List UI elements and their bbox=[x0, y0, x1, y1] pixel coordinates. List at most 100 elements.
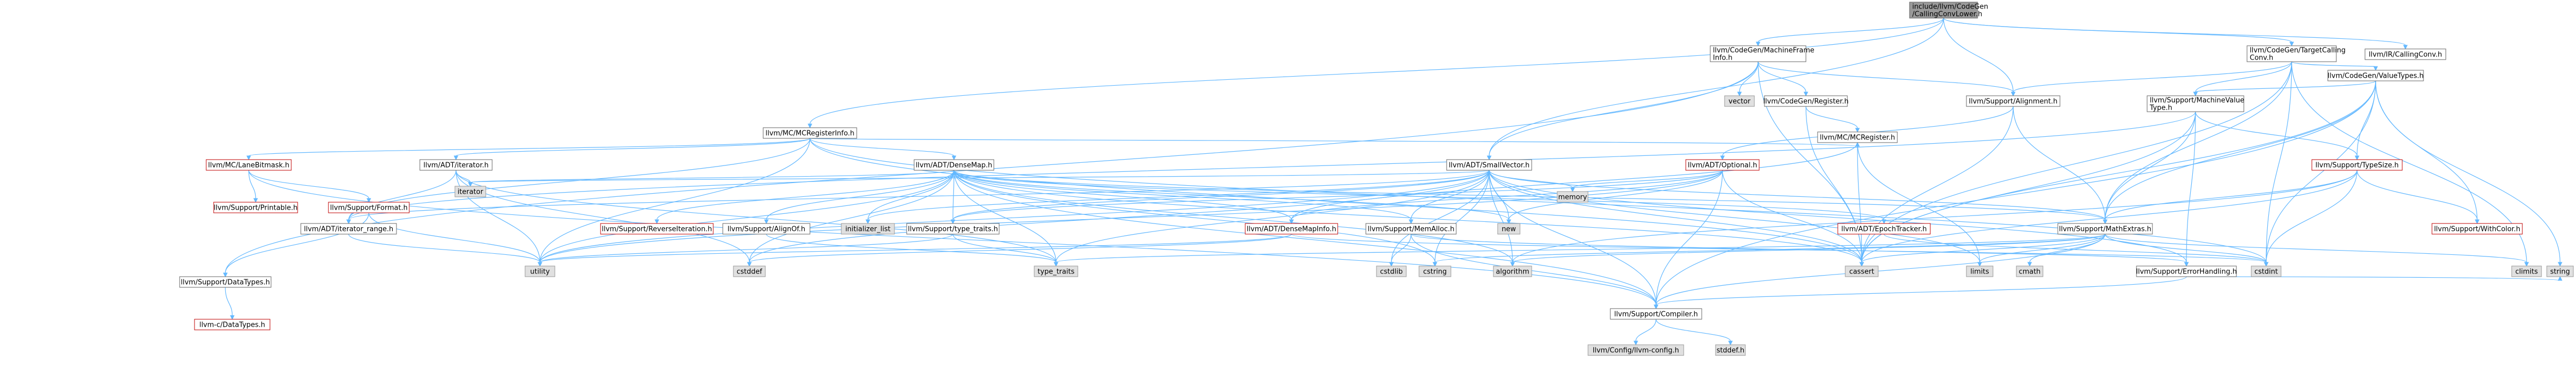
node-alignof[interactable]: llvm/Support/AlignOf.h bbox=[722, 223, 810, 235]
node-ircc[interactable]: llvm/IR/CallingConv.h bbox=[2364, 48, 2446, 60]
node-mathext[interactable]: llvm/Support/MathExtras.h bbox=[2057, 223, 2153, 235]
node-memalloc[interactable]: llvm/Support/MemAlloc.h bbox=[1365, 223, 1457, 235]
node-label: llvm/IR/CallingConv.h bbox=[2369, 51, 2442, 59]
node-string: string bbox=[2546, 266, 2574, 277]
dependency-edge bbox=[348, 234, 543, 267]
node-label: llvm/MC/MCRegisterInfo.h bbox=[765, 130, 854, 138]
node-withcolor[interactable]: llvm/Support/WithColor.h bbox=[2431, 223, 2523, 235]
node-label: llvm/CodeGen/ValueTypes.h bbox=[2328, 72, 2424, 80]
node-label: llvm/ADT/DenseMap.h bbox=[916, 162, 992, 170]
node-label: cstddef bbox=[737, 268, 763, 276]
node-densemapinfo[interactable]: llvm/ADT/DenseMapInfo.h bbox=[1245, 223, 1338, 235]
node-datatypes[interactable]: llvm/Support/DataTypes.h bbox=[179, 276, 272, 288]
dependency-edge bbox=[1859, 80, 2376, 267]
node-label: llvm/Support/Alignment.h bbox=[1969, 98, 2058, 106]
node-algorithm: algorithm bbox=[1493, 266, 1532, 277]
dependency-edge bbox=[1859, 234, 2106, 267]
node-cstdint: cstdint bbox=[2251, 266, 2282, 277]
node-hashit[interactable]: llvm/Support/ReverseIteration.h bbox=[600, 223, 714, 235]
dependency-edge bbox=[2186, 276, 2563, 281]
node-errh[interactable]: llvm/Support/ErrorHandling.h bbox=[2136, 266, 2237, 277]
node-mcreg[interactable]: llvm/MC/MCRegisterInfo.h bbox=[763, 127, 857, 139]
dependency-edge bbox=[1653, 276, 2187, 310]
dependency-edge bbox=[764, 170, 955, 225]
node-optional[interactable]: llvm/ADT/Optional.h bbox=[1685, 159, 1760, 171]
node-format[interactable]: llvm/Support/Format.h bbox=[328, 202, 410, 213]
node-cgvt[interactable]: llvm/CodeGen/ValueTypes.h bbox=[2327, 70, 2424, 81]
node-label: llvm/Support/Printable.h bbox=[214, 204, 298, 212]
node-epoch[interactable]: llvm/ADT/EpochTracker.h bbox=[1837, 223, 1931, 235]
dependency-edge bbox=[1755, 18, 1944, 47]
node-label: initializer_list bbox=[845, 226, 890, 234]
dependency-edge bbox=[1758, 61, 2016, 97]
node-label: limits bbox=[1970, 268, 1989, 276]
node-new: new bbox=[1497, 223, 1521, 235]
dependency-edge bbox=[2184, 111, 2196, 267]
node-label: llvm/ADT/EpochTracker.h bbox=[1841, 226, 1927, 234]
dependency-edge bbox=[2027, 234, 2106, 267]
dependency-edge bbox=[1506, 170, 1723, 225]
dependency-edge bbox=[952, 234, 1059, 267]
dependency-edge bbox=[2105, 234, 2529, 267]
node-label: llvm/Support/ErrorHandling.h bbox=[2136, 268, 2237, 276]
node-densemap[interactable]: llvm/ADT/DenseMap.h bbox=[914, 159, 994, 171]
node-label: llvm/Support/type_traits.h bbox=[908, 226, 998, 234]
node-lanebm[interactable]: llvm/MC/LaneBitmask.h bbox=[206, 159, 292, 171]
node-cgreg[interactable]: llvm/CodeGen/Register.h bbox=[1763, 95, 1849, 107]
dependency-edge bbox=[1805, 106, 1860, 133]
node-iterator: iterator bbox=[454, 186, 486, 197]
node-label: cassert bbox=[1849, 268, 1874, 276]
node-llvmcdt[interactable]: llvm-c/DataTypes.h bbox=[194, 319, 271, 330]
node-label: llvm/MC/MCRegister.h bbox=[1820, 134, 1895, 142]
node-iter[interactable]: llvm/ADT/iterator.h bbox=[419, 159, 493, 171]
node-label: llvm/ADT/DenseMapInfo.h bbox=[1247, 226, 1336, 234]
node-label: llvm/ADT/iterator.h bbox=[424, 162, 489, 170]
dependency-edge bbox=[950, 170, 1490, 225]
dependency-edge bbox=[223, 212, 369, 278]
dependency-edge bbox=[368, 212, 543, 267]
dependency-edge bbox=[2102, 170, 2358, 225]
dependency-edge bbox=[1737, 61, 1759, 97]
dependency-edge bbox=[2193, 80, 2376, 97]
dependency-edge bbox=[747, 170, 955, 267]
node-initlist: initializer_list bbox=[841, 223, 895, 235]
node-utility: utility bbox=[525, 266, 555, 277]
node-stddef: stddef.h bbox=[1715, 344, 1746, 356]
node-root[interactable]: include/llvm/CodeGen/CallingConvLower.h bbox=[1909, 2, 1988, 19]
dependency-edge bbox=[2263, 61, 2292, 267]
node-compiler[interactable]: llvm/Support/Compiler.h bbox=[1610, 308, 1702, 320]
node-label: cmath bbox=[2018, 268, 2040, 276]
dependency-edge bbox=[1633, 319, 1657, 346]
dependency-edge bbox=[2375, 80, 2563, 267]
node-printable[interactable]: llvm/Support/Printable.h bbox=[213, 202, 298, 213]
node-cstdlib: cstdlib bbox=[1376, 266, 1407, 277]
node-label: iterator bbox=[458, 188, 484, 196]
node-mcregister[interactable]: llvm/MC/MCRegister.h bbox=[1817, 131, 1898, 143]
node-label: type_traits bbox=[1037, 268, 1075, 276]
dependency-edge bbox=[2263, 170, 2358, 267]
node-salign[interactable]: llvm/Support/Alignment.h bbox=[1966, 95, 2060, 107]
node-label: llvm/Support/AlignOf.h bbox=[728, 226, 806, 234]
dependency-edge bbox=[1487, 61, 1759, 161]
dependency-edge bbox=[1389, 234, 1412, 267]
node-vector: vector bbox=[1724, 95, 1755, 107]
node-cassert: cassert bbox=[1845, 266, 1879, 277]
dependency-edge bbox=[248, 170, 258, 203]
dependency-edge bbox=[455, 170, 1059, 267]
node-typetraitsh[interactable]: llvm/Support/type_traits.h bbox=[906, 223, 1000, 235]
node-label: llvm/CodeGen/Register.h bbox=[1763, 98, 1849, 106]
node-smallvec[interactable]: llvm/ADT/SmallVector.h bbox=[1446, 159, 1532, 171]
node-typesize[interactable]: llvm/Support/TypeSize.h bbox=[2311, 159, 2403, 171]
dependency-edge bbox=[1943, 18, 2408, 50]
dependency-edge bbox=[1943, 18, 2016, 97]
node-label: llvm/Support/TypeSize.h bbox=[2316, 162, 2399, 170]
node-label: string bbox=[2550, 268, 2570, 276]
node-label: llvm/ADT/Optional.h bbox=[1688, 162, 1758, 170]
node-iterrange[interactable]: llvm/ADT/iterator_range.h bbox=[300, 223, 397, 235]
dependency-edge bbox=[248, 170, 371, 203]
node-label: memory bbox=[1558, 194, 1587, 202]
